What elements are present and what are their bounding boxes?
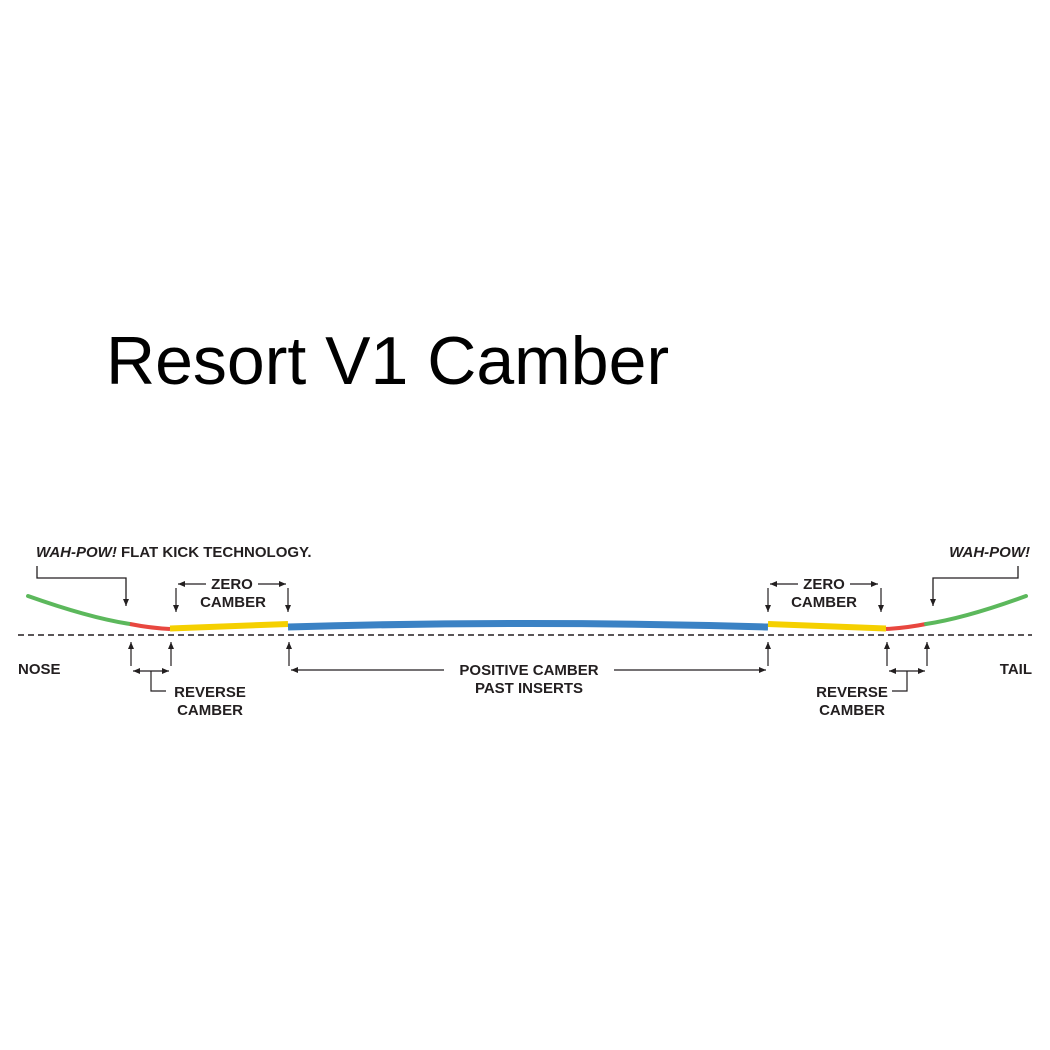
tail-kick-segment <box>924 594 1028 626</box>
tail-label: TAIL <box>1000 661 1032 678</box>
page-title: Resort V1 Camber <box>106 323 670 399</box>
reverse-left-leader <box>150 671 166 692</box>
zero-camber-right-label-2: CAMBER <box>791 594 857 611</box>
reverse-camber-nose-segment <box>129 622 171 631</box>
nose-label: NOSE <box>18 661 61 678</box>
zero-camber-tail-segment <box>767 621 887 632</box>
reverse-camber-left-label-2: CAMBER <box>177 702 243 719</box>
reverse-camber-right-label-1: REVERSE <box>816 684 888 701</box>
reverse-camber-tail-segment <box>885 622 927 631</box>
reverse-right-leader <box>892 671 908 692</box>
nose-kick-segment <box>26 594 132 626</box>
positive-camber-label-1: POSITIVE CAMBER <box>459 662 598 679</box>
zero-camber-nose-segment <box>169 621 289 632</box>
reverse-camber-right-label-2: CAMBER <box>819 702 885 719</box>
wah-pow-right-leader <box>930 566 1019 606</box>
positive-camber-label-2: PAST INSERTS <box>475 680 583 697</box>
wah-pow-right-label: WAH-POW! <box>949 544 1030 561</box>
wah-pow-flat-kick-label: WAH-POW! FLAT KICK TECHNOLOGY. <box>36 544 312 561</box>
zero-camber-left-label-1: ZERO <box>211 576 253 593</box>
reverse-camber-left-label-1: REVERSE <box>174 684 246 701</box>
zero-camber-left-label-2: CAMBER <box>200 594 266 611</box>
wah-pow-left-leader <box>36 566 129 606</box>
positive-camber-segment <box>287 620 769 631</box>
zero-camber-right-label-1: ZERO <box>803 576 845 593</box>
